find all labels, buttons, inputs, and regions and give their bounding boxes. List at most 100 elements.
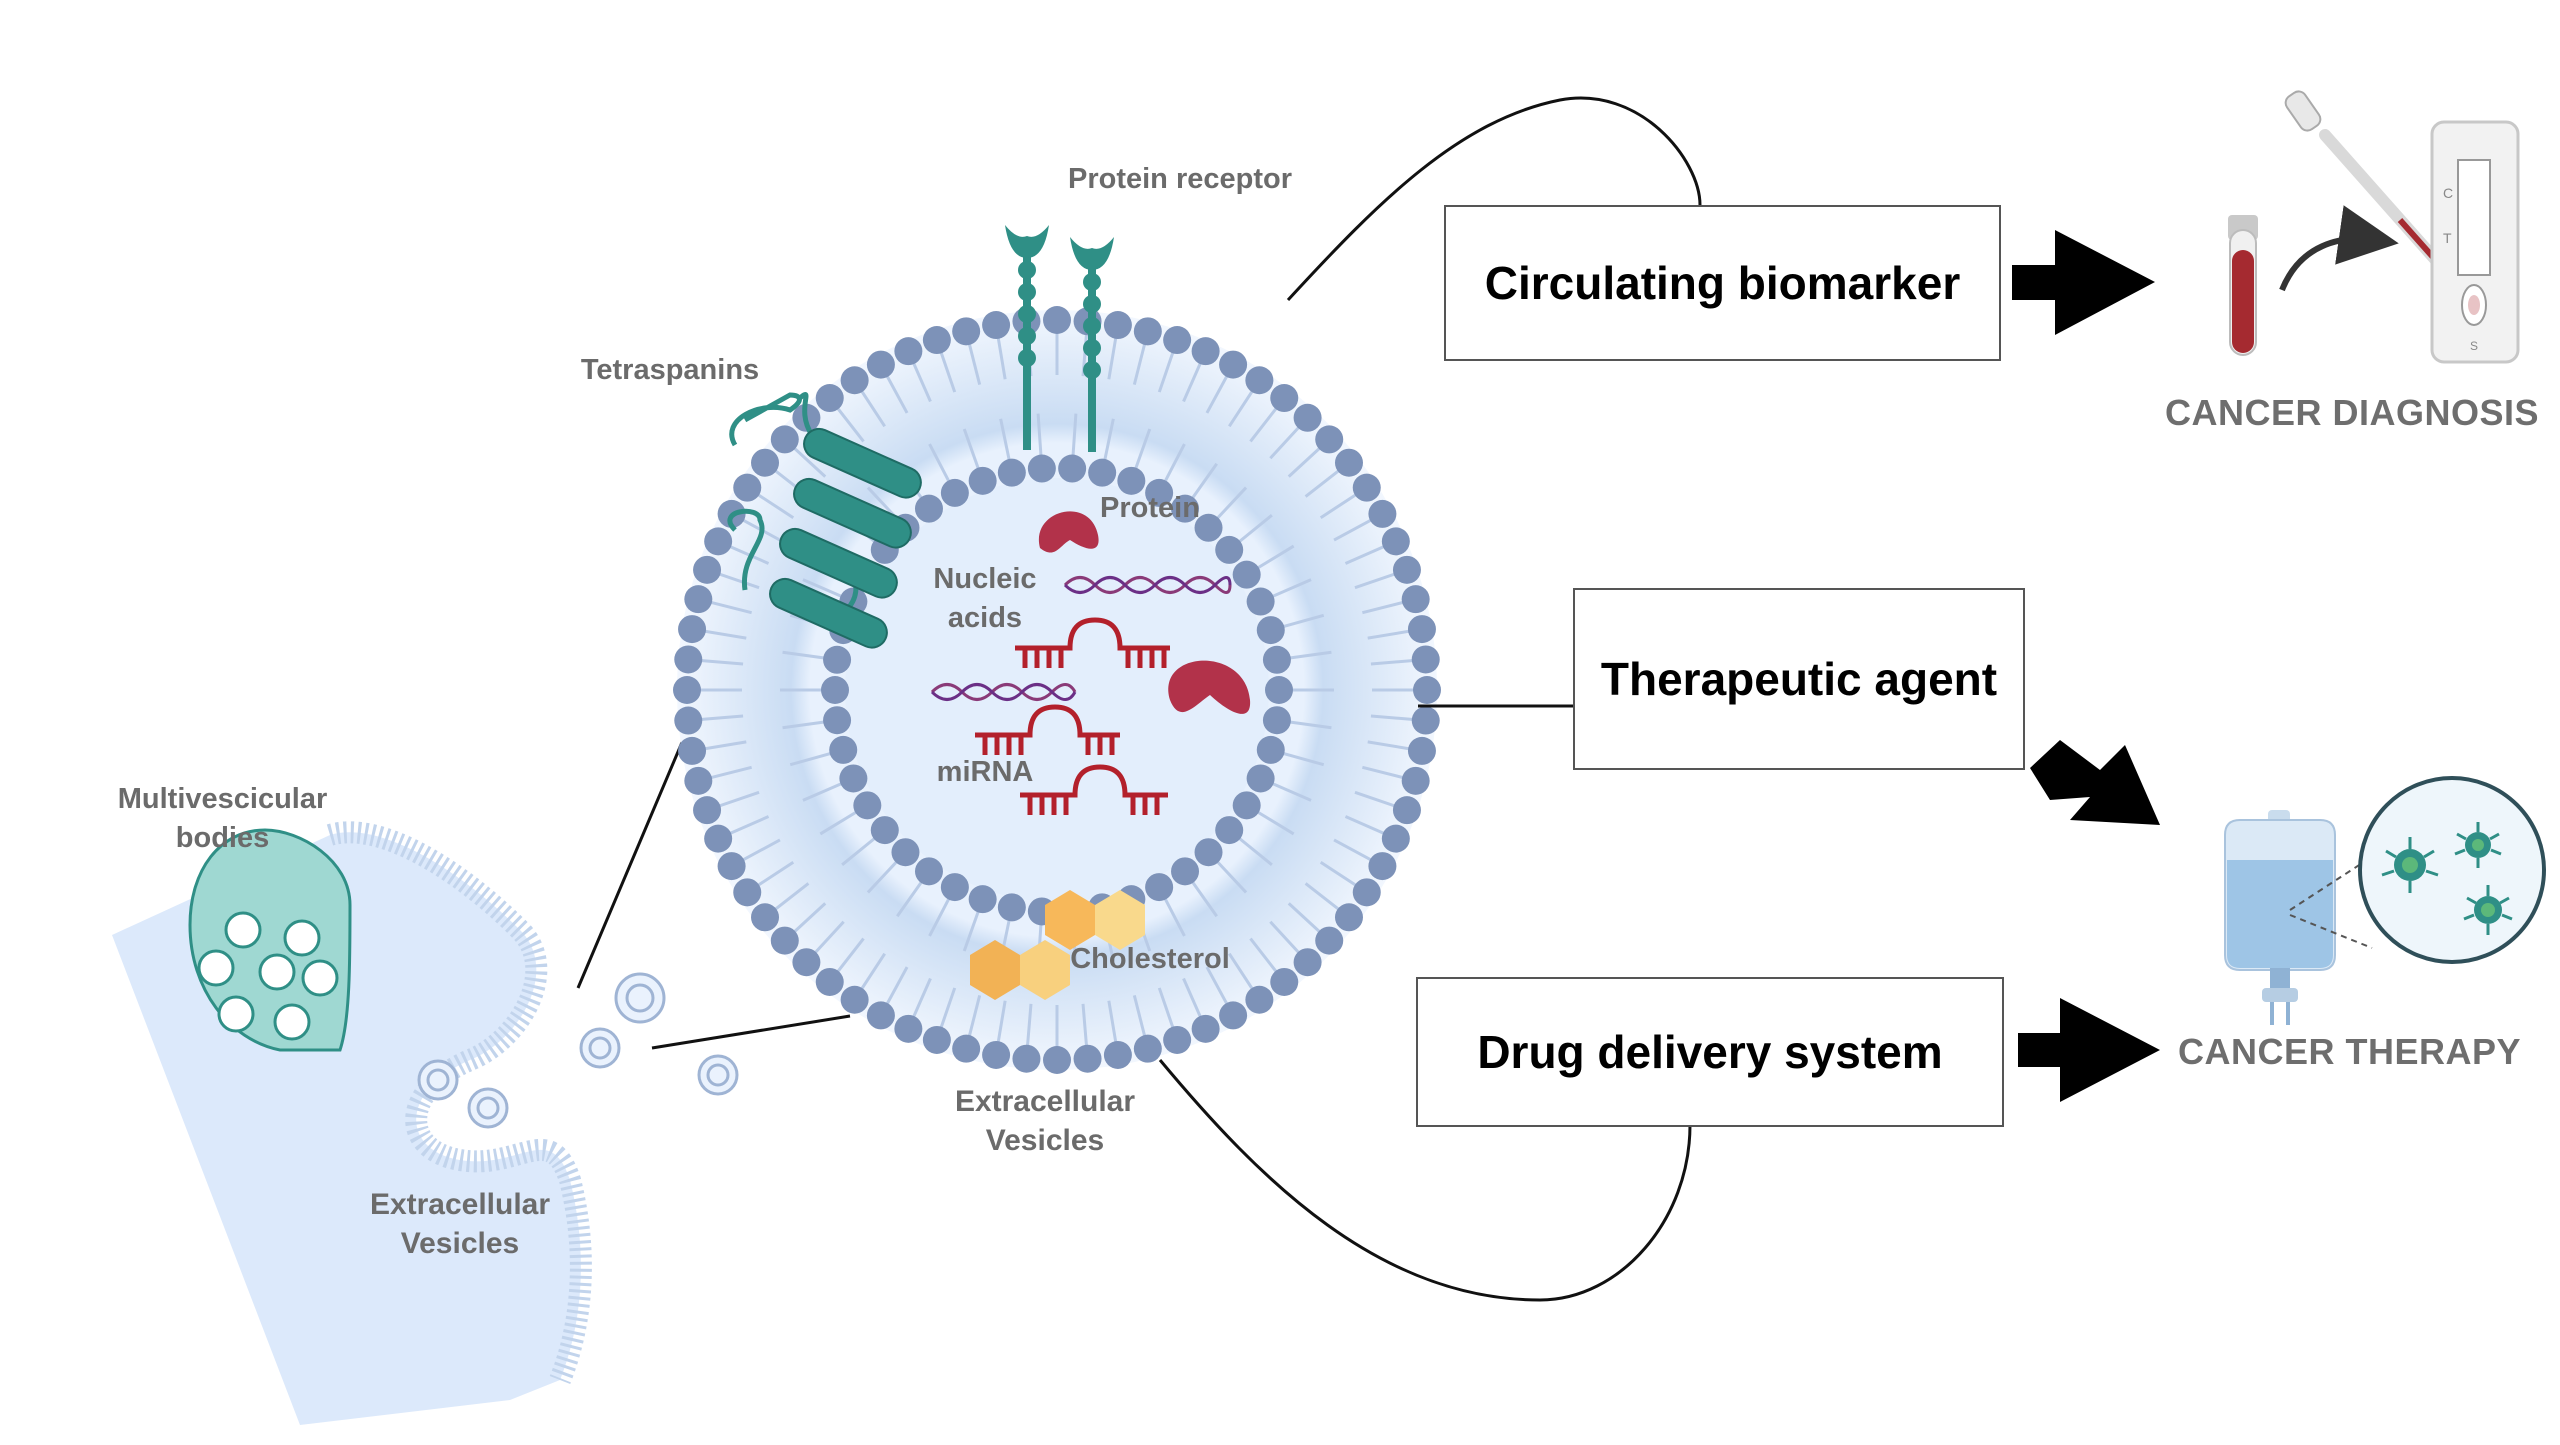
- lipid-head: [829, 735, 858, 764]
- lipid-head: [693, 555, 722, 584]
- lipid-head: [1368, 499, 1397, 528]
- lipid-head: [1392, 555, 1421, 584]
- lipid-head: [1246, 764, 1275, 793]
- lipid-head: [940, 873, 969, 902]
- lipid-heads: [673, 306, 1441, 1074]
- lipid-head: [751, 903, 780, 932]
- test-cassette-icon: C T S: [2430, 120, 2520, 364]
- lipid-head: [840, 985, 869, 1014]
- lipid-head: [1043, 1046, 1071, 1074]
- lipid-head: [866, 1001, 895, 1030]
- lipid-head: [704, 527, 733, 556]
- lipid-head: [1411, 706, 1440, 735]
- lipid-head: [1315, 425, 1344, 454]
- protein-label: Protein: [1100, 492, 1200, 524]
- lipid-head: [1270, 967, 1299, 996]
- cholesterol-label: Cholesterol: [1070, 943, 1230, 975]
- lipid-head: [914, 494, 943, 523]
- circulating-biomarker-box: Circulating biomarker: [1444, 205, 2001, 361]
- lipid-head: [1133, 317, 1162, 346]
- lipid-head: [997, 893, 1026, 922]
- lipid-head: [968, 466, 997, 495]
- lipid-head: [674, 645, 703, 674]
- small-vesicle: [697, 1054, 739, 1096]
- lipid-head: [1392, 796, 1421, 825]
- tetraspanins-helices: [769, 427, 922, 649]
- lipid-head: [823, 706, 852, 735]
- lipid-head: [1088, 458, 1117, 487]
- lipid-head: [1256, 616, 1285, 645]
- lipid-head: [1145, 478, 1174, 507]
- transfer-arrow: [2279, 205, 2399, 292]
- lipid-head: [1163, 326, 1192, 355]
- cassette-s-label: S: [2470, 339, 2478, 353]
- arrow-to-therapy: [2018, 998, 2160, 1102]
- lipid-head: [1219, 350, 1248, 379]
- small-vesicle: [579, 1027, 621, 1069]
- cancer-diagnosis-label: CANCER DIAGNOSIS: [2165, 392, 2540, 433]
- lipid-head: [733, 473, 762, 502]
- lipid-head: [1407, 615, 1436, 644]
- zoom-line-lower: [651, 1014, 851, 1050]
- lipid-head: [952, 317, 981, 346]
- lipid-head: [1103, 1040, 1132, 1069]
- lipid-head: [770, 425, 799, 454]
- lipid-head: [922, 326, 951, 355]
- lipid-head: [840, 366, 869, 395]
- lipid-head: [1262, 645, 1291, 674]
- drug-delivery-box: Drug delivery system: [1416, 977, 2004, 1127]
- lipid-head: [866, 350, 895, 379]
- lipid-head: [1194, 513, 1223, 542]
- lipid-head: [982, 1040, 1011, 1069]
- lipid-head: [815, 967, 844, 996]
- lipid-head: [792, 948, 821, 977]
- lipid-head: [1411, 645, 1440, 674]
- lipid-head: [968, 885, 997, 914]
- lipid-head: [1245, 985, 1274, 1014]
- lipid-head: [1293, 948, 1322, 977]
- lipid-head: [717, 852, 746, 881]
- small-vesicle: [467, 1087, 509, 1129]
- lipid-head: [1171, 494, 1200, 523]
- lipid-head: [1145, 873, 1174, 902]
- lipid-head: [1245, 366, 1274, 395]
- cancer-therapy-label: CANCER THERAPY: [2178, 1031, 2522, 1072]
- lipid-head: [684, 585, 713, 614]
- lipid-head: [673, 676, 701, 704]
- lipid-head: [1133, 1034, 1162, 1063]
- small-vesicle: [614, 972, 666, 1024]
- lipid-head: [1215, 535, 1244, 564]
- mirna-hairpins: [975, 617, 1170, 815]
- lipid-head: [952, 1034, 981, 1063]
- connector-biomarker: [1286, 96, 1702, 302]
- released-vesicles: [417, 972, 739, 1129]
- lipid-head: [823, 645, 852, 674]
- magnified-cells-icon: [2358, 776, 2546, 964]
- lipid-head: [1232, 560, 1261, 589]
- lipid-head: [1334, 448, 1363, 477]
- lipid-head: [1215, 816, 1244, 845]
- lipid-head: [870, 816, 899, 845]
- lipid-head: [1334, 903, 1363, 932]
- lipid-head: [770, 926, 799, 955]
- lipid-head: [982, 311, 1011, 340]
- lipid-head: [1171, 857, 1200, 886]
- lipid-head: [704, 824, 733, 853]
- lipid-head: [1262, 706, 1291, 735]
- lipid-head: [891, 838, 920, 867]
- cassette-t-label: T: [2443, 230, 2452, 246]
- lipid-head: [1043, 306, 1071, 334]
- lipid-head: [1413, 676, 1441, 704]
- lipid-head: [1012, 1044, 1041, 1073]
- lipid-head: [1103, 311, 1132, 340]
- lipid-head: [678, 736, 707, 765]
- lipid-head: [940, 478, 969, 507]
- lipid-head: [1265, 676, 1293, 704]
- lipid-head: [1401, 585, 1430, 614]
- lipid-head: [1270, 384, 1299, 413]
- lipid-head: [894, 1014, 923, 1043]
- lipid-head: [1219, 1001, 1248, 1030]
